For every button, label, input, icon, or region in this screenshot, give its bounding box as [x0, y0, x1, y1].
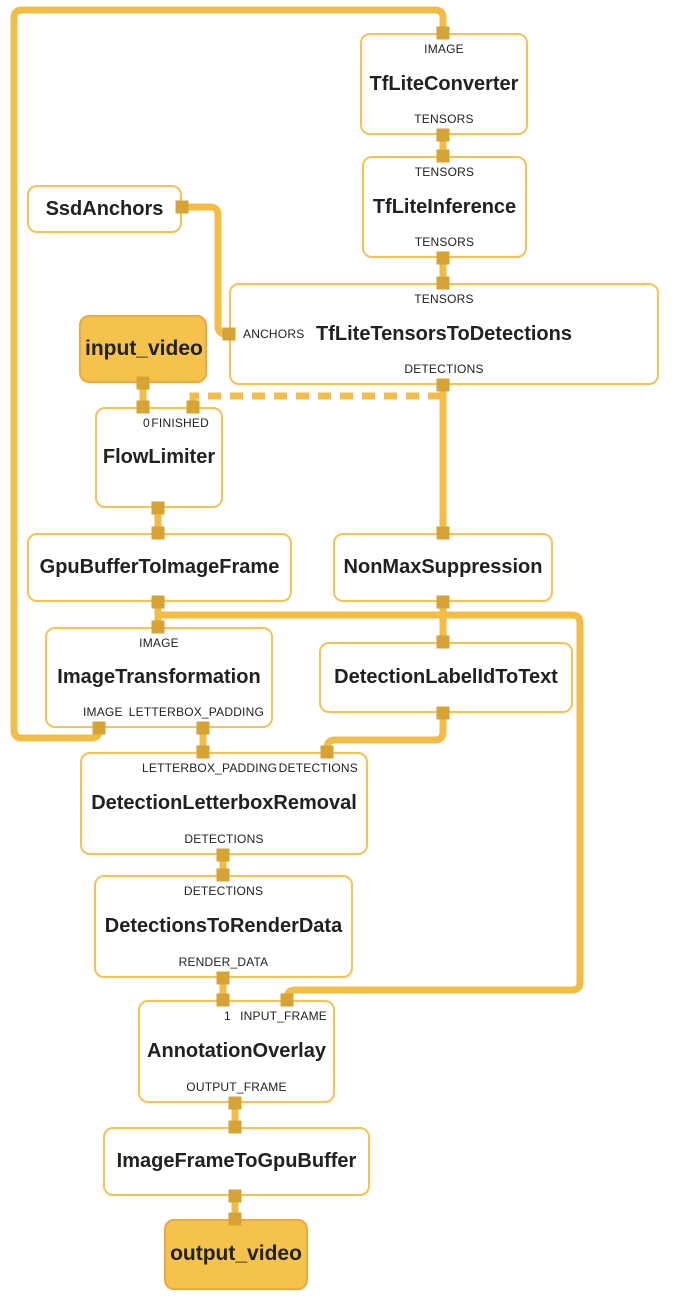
node-input-video-stream[interactable]: input_video: [79, 315, 207, 383]
edge-labelidtotext-to-letterboxremoval: [323, 710, 447, 755]
edge-detections-to-flowlimiter-finished-dashed: [189, 392, 441, 403]
port-label-detections: DETECTIONS: [404, 362, 484, 376]
port-label-image: IMAGE: [139, 636, 179, 650]
node-title: TfLiteInference: [372, 195, 517, 218]
port-label-anchors: ANCHORS: [243, 327, 305, 341]
node-annotation-overlay[interactable]: 1 INPUT_FRAME AnnotationOverlay OUTPUT_F…: [138, 1000, 335, 1103]
port-label-1: 1: [224, 1009, 231, 1023]
node-image-frame-to-gpu-buffer[interactable]: ImageFrameToGpuBuffer: [103, 1127, 370, 1196]
node-title: DetectionsToRenderData: [104, 915, 343, 937]
bottom-port-row: [101, 485, 217, 499]
bottom-port-row: OUTPUT_FRAME: [144, 1080, 329, 1094]
port-label-input-frame: INPUT_FRAME: [240, 1009, 327, 1023]
port-label-detections: DETECTIONS: [184, 832, 264, 846]
bottom-port-row: TENSORS: [368, 235, 521, 249]
node-gpu-buffer-to-image-frame[interactable]: GpuBufferToImageFrame: [27, 533, 292, 602]
top-port-row: 0 FINISHED: [101, 416, 217, 430]
node-title: ImageTransformation: [57, 666, 261, 688]
bottom-port-row: DETECTIONS: [86, 832, 362, 846]
node-title: AnnotationOverlay: [147, 1040, 326, 1062]
node-title: ImageFrameToGpuBuffer: [116, 1150, 357, 1172]
node-title: TfLiteConverter: [369, 72, 519, 95]
port-label-image: IMAGE: [424, 42, 464, 56]
node-title: GpuBufferToImageFrame: [39, 556, 280, 578]
node-title: DetectionLetterboxRemoval: [91, 792, 357, 814]
port-label-finished: FINISHED: [151, 416, 209, 430]
stream-title: input_video: [85, 336, 203, 360]
node-image-transformation[interactable]: IMAGE ImageTransformation IMAGE LETTERBO…: [45, 627, 273, 728]
stream-title: output_video: [170, 1242, 302, 1266]
top-port-row: DETECTIONS: [100, 884, 347, 898]
node-flow-limiter[interactable]: 0 FINISHED FlowLimiter: [95, 407, 223, 508]
top-port-row: IMAGE: [51, 636, 267, 650]
bottom-port-row: TENSORS: [366, 112, 522, 126]
port-label-tensors: TENSORS: [414, 165, 475, 179]
port-label-render-data: RENDER_DATA: [178, 955, 269, 969]
port-label-0: 0: [143, 416, 150, 430]
bottom-port-row: IMAGE LETTERBOX_PADDING: [51, 705, 267, 719]
node-title: SsdAnchors: [45, 197, 164, 220]
node-detection-label-id-to-text[interactable]: DetectionLabelIdToText: [319, 642, 573, 713]
top-port-row: TENSORS: [368, 165, 521, 179]
bottom-port-row: DETECTIONS: [235, 362, 653, 376]
node-output-video-stream[interactable]: output_video: [164, 1219, 308, 1290]
bottom-port-row: RENDER_DATA: [100, 955, 347, 969]
top-port-row: LETTERBOX_PADDING DETECTIONS: [86, 761, 362, 775]
port-label-tensors: TENSORS: [414, 292, 474, 306]
port-label-output-frame: OUTPUT_FRAME: [186, 1080, 287, 1094]
port-label-image: IMAGE: [83, 705, 123, 719]
port-label-tensors: TENSORS: [414, 235, 475, 249]
node-tflite-inference[interactable]: TENSORS TfLiteInference TENSORS: [362, 156, 527, 258]
top-port-row: 1 INPUT_FRAME: [144, 1009, 329, 1023]
node-tflite-tensors-to-detections[interactable]: TENSORS TfLiteTensorsToDetections DETECT…: [229, 283, 659, 385]
port-label-tensors: TENSORS: [414, 112, 474, 126]
node-non-max-suppression[interactable]: NonMaxSuppression: [333, 533, 553, 602]
top-port-row: TENSORS: [235, 292, 653, 306]
node-title: NonMaxSuppression: [343, 556, 543, 578]
node-detection-letterbox-removal[interactable]: LETTERBOX_PADDING DETECTIONS DetectionLe…: [80, 752, 368, 855]
node-title: FlowLimiter: [102, 446, 216, 468]
port-label-detections: DETECTIONS: [183, 884, 264, 898]
node-title: DetectionLabelIdToText: [334, 666, 558, 688]
node-detections-to-render-data[interactable]: DETECTIONS DetectionsToRenderData RENDER…: [94, 875, 353, 978]
port-label-letterbox-padding: LETTERBOX_PADDING: [128, 705, 264, 719]
node-tflite-converter[interactable]: IMAGE TfLiteConverter TENSORS: [360, 33, 528, 135]
port-label-detections: DETECTIONS: [278, 761, 358, 775]
top-port-row: IMAGE: [366, 42, 522, 56]
node-ssd-anchors[interactable]: SsdAnchors: [27, 185, 182, 233]
port-label-letterbox-padding: LETTERBOX_PADDING: [142, 761, 278, 775]
